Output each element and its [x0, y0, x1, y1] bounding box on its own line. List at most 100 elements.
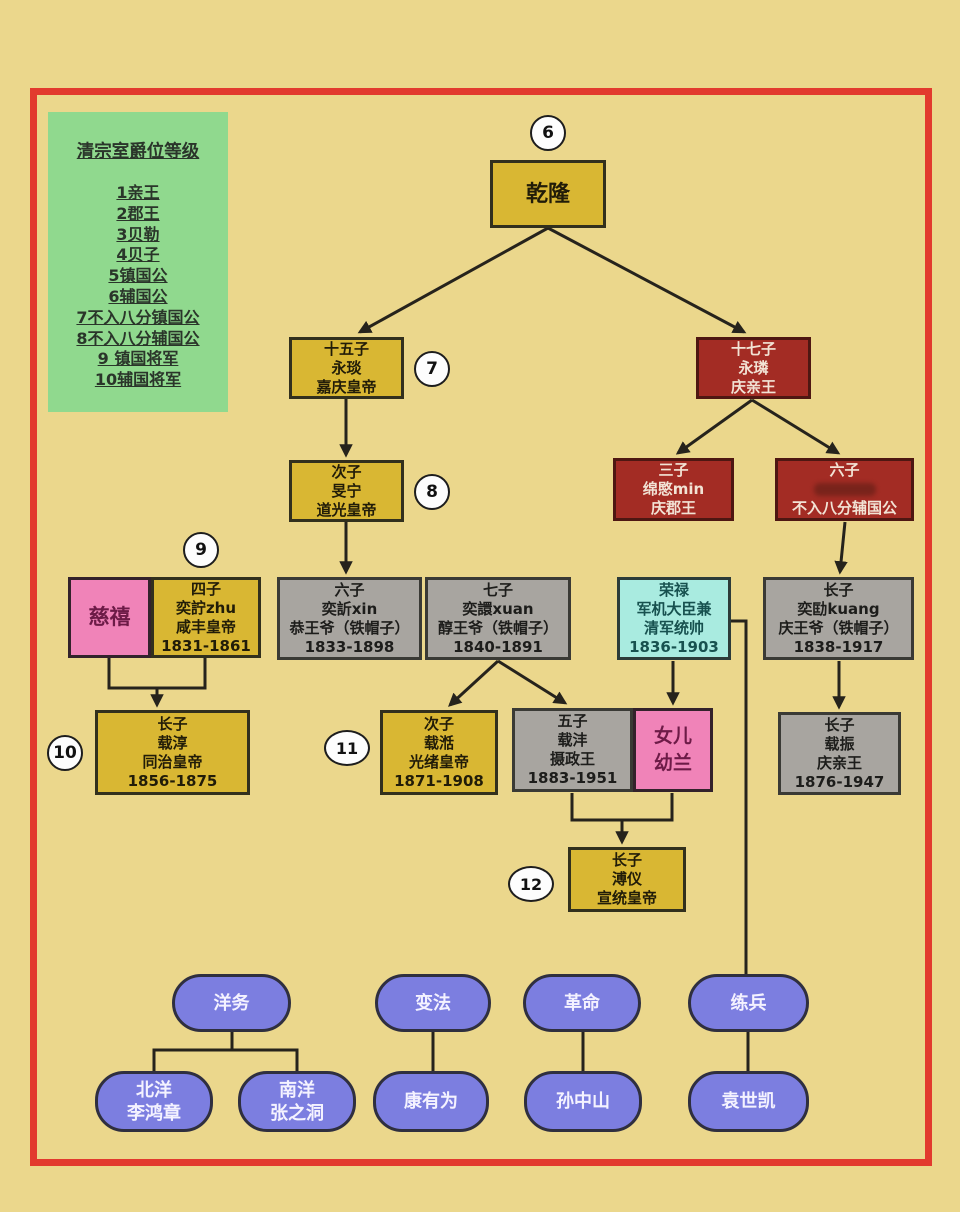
- generation-badge-12: 12: [508, 866, 554, 902]
- text-line: 练兵: [730, 992, 767, 1014]
- generation-badge-8: 8: [414, 474, 450, 510]
- text-line: 次子: [331, 462, 362, 481]
- pill-beiyang-lihongzhang: 北洋李鸿章: [95, 1071, 213, 1132]
- text-line: 北洋: [136, 1079, 172, 1101]
- text-line: 2郡王: [116, 203, 160, 223]
- text-line: 8不入八分辅国公: [76, 328, 200, 348]
- pill-kangyouwei: 康有为: [373, 1071, 489, 1132]
- text-line: 三子: [658, 461, 689, 479]
- text-line: 永璘: [738, 358, 769, 377]
- text-line: 1亲王: [116, 183, 160, 202]
- text-line: 绵愍min: [642, 480, 705, 498]
- red-border-frame: [30, 88, 932, 1166]
- text-line: 1831-1861: [161, 636, 251, 655]
- text-line: 六子: [334, 580, 365, 599]
- pill-yangwu-movement: 洋务: [172, 974, 291, 1032]
- text-line: 溥仪: [611, 870, 642, 888]
- node-sixth-son-fuguogong: 六子 不入八分辅国公: [775, 458, 914, 521]
- text-line: 清军统帅: [643, 618, 704, 637]
- text-line: 袁世凯: [721, 1091, 776, 1112]
- text-line: 奕詝zhu: [175, 598, 237, 617]
- text-line: 咸丰皇帝: [175, 617, 236, 636]
- smudged-text: [813, 483, 876, 496]
- text-line: 十五子: [323, 339, 369, 358]
- text-line: 1833-1898: [304, 637, 395, 656]
- generation-badge-11: 11: [324, 730, 370, 766]
- text-line: 4贝子: [116, 245, 160, 265]
- text-line: 洋务: [213, 992, 250, 1014]
- text-line: 幼兰: [653, 752, 692, 774]
- text-line: 张之洞: [270, 1102, 324, 1124]
- text-line: 十七子: [730, 339, 776, 358]
- node-minning-daoguang: 次子旻宁道光皇帝: [289, 460, 404, 522]
- text-line: 5镇国公: [108, 266, 168, 286]
- text-line: 康有为: [404, 1091, 458, 1112]
- text-line: 光绪皇帝: [408, 752, 469, 771]
- text-line: 变法: [415, 992, 451, 1014]
- node-cixi: 慈禧: [68, 577, 151, 658]
- node-youlan-daughter: 女儿幼兰: [633, 708, 713, 792]
- pill-geming-revolution: 革命: [523, 974, 641, 1032]
- text-line: 1836-1903: [629, 637, 719, 656]
- text-line: 3贝勒: [116, 224, 160, 244]
- text-line: 1856-1875: [127, 771, 218, 790]
- text-line: 长子: [157, 714, 188, 733]
- text-line: 长子: [823, 580, 854, 599]
- text-line: 六子: [829, 461, 860, 479]
- text-line: 载沣: [557, 731, 588, 749]
- text-line: 6辅国公: [108, 286, 168, 306]
- text-line: 7不入八分镇国公: [76, 307, 200, 327]
- text-line: 庆亲王: [816, 753, 862, 772]
- text-line: 女儿: [653, 725, 692, 747]
- text-line: 孙中山: [556, 1091, 610, 1112]
- text-line: 载淳: [157, 733, 188, 752]
- text-line: 1838-1917: [793, 637, 884, 656]
- text-line: 9 镇国将军: [97, 349, 179, 369]
- text-line: 李鸿章: [127, 1102, 181, 1124]
- text-line: 不入八分辅国公: [791, 499, 897, 517]
- text-line: 四子: [190, 579, 221, 598]
- pill-sunyatsen: 孙中山: [524, 1071, 642, 1132]
- generation-badge-6: 6: [530, 115, 566, 151]
- pill-lianbing-army: 练兵: [688, 974, 809, 1032]
- text-line: 庆郡王: [650, 499, 696, 517]
- text-line: 奕譞xuan: [462, 599, 534, 618]
- text-line: 同治皇帝: [142, 752, 203, 771]
- generation-badge-7: 7: [414, 351, 450, 387]
- text-line: 南洋: [279, 1079, 315, 1101]
- text-line: 次子: [423, 714, 454, 733]
- text-line: 1876-1947: [794, 772, 885, 791]
- pill-nanyang-zhangzhidong: 南洋张之洞: [238, 1071, 356, 1132]
- text-line: 长子: [824, 715, 855, 734]
- text-line: 庆王爷（铁帽子）: [778, 618, 899, 637]
- text-line: 军机大臣兼: [636, 599, 712, 618]
- node-qianlong: 乾隆: [490, 160, 606, 228]
- pill-yuanshikai: 袁世凯: [688, 1071, 809, 1132]
- text-line: 10辅国将军: [94, 370, 182, 390]
- generation-badge-9: 9: [183, 532, 219, 568]
- text-line: 载湉: [423, 733, 454, 752]
- text-line: 1883-1951: [527, 769, 618, 787]
- text-line: 恭王爷（铁帽子）: [289, 618, 410, 637]
- text-line: 嘉庆皇帝: [316, 377, 377, 396]
- node-puyi-xuantong: 长子溥仪宣统皇帝: [568, 847, 686, 912]
- text-line: 荣禄: [658, 580, 689, 599]
- text-line: 旻宁: [331, 481, 362, 500]
- text-line: 长子: [611, 851, 642, 869]
- text-line: 乾隆: [525, 181, 570, 207]
- text-line: 1871-1908: [394, 771, 484, 790]
- text-line: 五子: [557, 712, 588, 730]
- node-yonglin-prince-qing: 十七子永璘庆亲王: [696, 337, 811, 399]
- node-yongyan-jiaqing: 十五子永琰嘉庆皇帝: [289, 337, 404, 399]
- pill-bianfa-reform: 变法: [375, 974, 491, 1032]
